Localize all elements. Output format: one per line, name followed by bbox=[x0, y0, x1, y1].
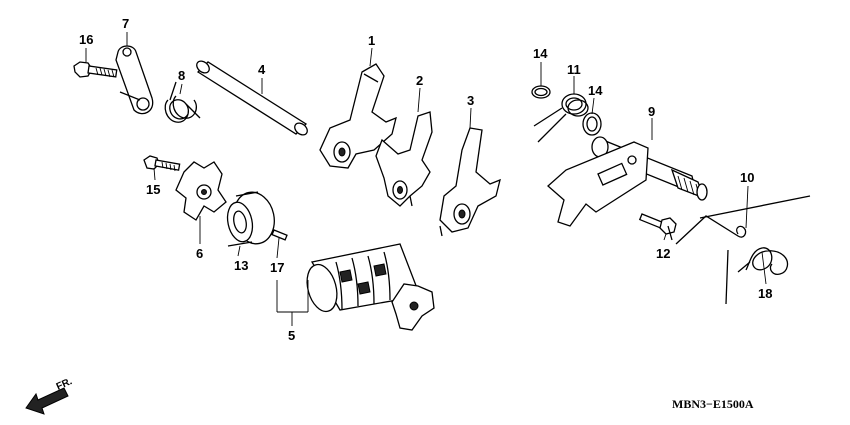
part-12-bolt bbox=[638, 213, 677, 241]
callout-18: 18 bbox=[758, 286, 772, 301]
part-9-shift-spindle bbox=[547, 136, 708, 227]
callout-3: 3 bbox=[467, 93, 474, 108]
part-1-shift-fork bbox=[319, 63, 397, 169]
callout-14-right: 14 bbox=[588, 83, 603, 98]
diagram-code: MBN3−E1500A bbox=[672, 397, 754, 411]
callout-9: 9 bbox=[648, 104, 655, 119]
part-5-shift-drum bbox=[306, 243, 435, 331]
callout-11: 11 bbox=[567, 62, 581, 77]
callout-16: 16 bbox=[79, 32, 93, 47]
part-4-shift-fork-shaft bbox=[196, 60, 308, 136]
callout-14-left: 14 bbox=[533, 46, 548, 61]
callout-8: 8 bbox=[178, 68, 185, 83]
part-15-bolt bbox=[143, 155, 181, 172]
callout-17: 17 bbox=[270, 260, 284, 275]
part-10-spring bbox=[675, 215, 747, 245]
front-direction-arrow: FR. bbox=[25, 376, 74, 415]
leader-lines bbox=[85, 32, 767, 326]
part-7-stopper-arm bbox=[115, 45, 154, 115]
part-3-shift-fork bbox=[439, 127, 501, 237]
callout-4: 4 bbox=[258, 62, 266, 77]
callout-10: 10 bbox=[740, 170, 754, 185]
callout-5: 5 bbox=[288, 328, 295, 343]
front-direction-label: FR. bbox=[55, 376, 74, 393]
callout-6: 6 bbox=[196, 246, 203, 261]
part-8-spring bbox=[164, 81, 201, 123]
part-14-washer-right bbox=[582, 112, 602, 136]
part-17-pin bbox=[271, 229, 288, 241]
part-14-circlip-left bbox=[531, 85, 551, 99]
callout-7: 7 bbox=[122, 16, 129, 31]
callout-2: 2 bbox=[416, 73, 423, 88]
callout-1: 1 bbox=[368, 33, 375, 48]
part-13-bearing bbox=[226, 191, 275, 247]
part-2-shift-fork bbox=[375, 111, 433, 207]
callout-labels: 16 7 8 4 1 2 3 15 6 13 17 5 14 11 14 9 1… bbox=[79, 16, 772, 343]
part-6-stopper-plate bbox=[175, 161, 227, 221]
part-16-bolt bbox=[73, 61, 118, 78]
callout-13: 13 bbox=[234, 258, 248, 273]
callout-15: 15 bbox=[146, 182, 160, 197]
part-18-spring-inset bbox=[699, 195, 811, 305]
part-11-spring bbox=[533, 93, 589, 143]
callout-12: 12 bbox=[656, 246, 670, 261]
